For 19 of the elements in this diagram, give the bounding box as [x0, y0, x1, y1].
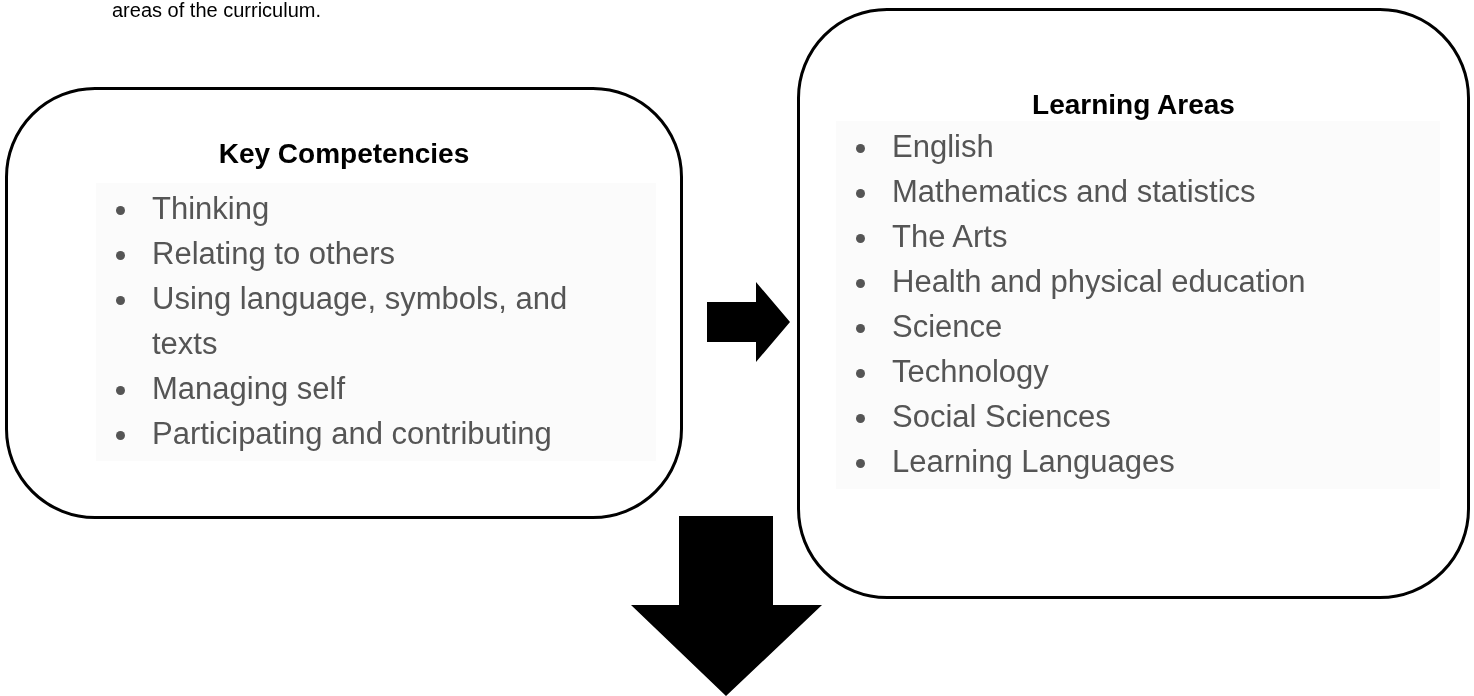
list-item: Using language, symbols, and texts	[152, 279, 569, 363]
list-item: Mathematics and statistics	[892, 172, 1256, 211]
box-heading: Learning Areas	[1031, 91, 1236, 119]
list-item: Relating to others	[152, 234, 395, 273]
rounded-box	[5, 87, 683, 519]
list-item: The Arts	[892, 217, 1008, 256]
list-item: Managing self	[152, 369, 345, 408]
rounded-box	[797, 8, 1470, 599]
text-fragment: areas of the curriculum.	[112, 0, 321, 20]
box-heading: Key Competencies	[217, 140, 471, 168]
list-item: Technology	[892, 352, 1049, 391]
list-item: Participating and contributing	[152, 414, 552, 453]
list-item: English	[892, 128, 994, 166]
list-item: Thinking	[152, 190, 270, 228]
list-item: Science	[892, 307, 1003, 346]
list-item: Social Sciences	[892, 397, 1111, 436]
list-item: Health and physical education	[892, 262, 1306, 301]
list-item: Learning Languages	[892, 442, 1175, 481]
block-arrow	[707, 282, 790, 362]
